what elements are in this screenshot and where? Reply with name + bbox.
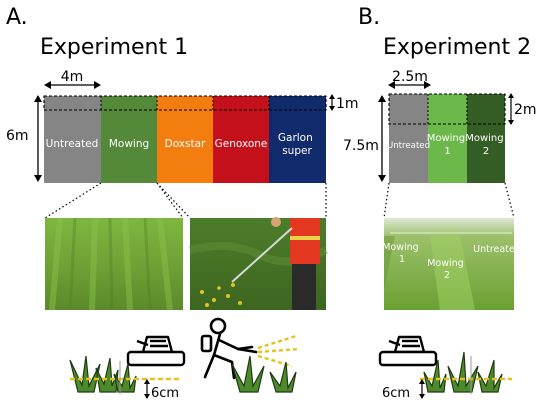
- cut-height-a-label: 6cm: [151, 386, 179, 401]
- buffer-strip-b: [388, 93, 506, 125]
- plots-b: Untreated Mowing 1 Mowing 2: [387, 93, 507, 183]
- width-dimension-b-label: 2.5m: [392, 69, 428, 85]
- weeds-icon-b: [420, 351, 512, 394]
- strip-dimension-a: 1m: [329, 94, 359, 112]
- plot-label-untreated: Untreated: [46, 138, 99, 150]
- photo-spraying: [189, 217, 328, 310]
- panel-a-letter: A.: [6, 5, 28, 30]
- cut-height-b-label: 6cm: [382, 386, 410, 401]
- height-dimension-a: 6m: [6, 95, 42, 182]
- width-dimension-a: 4m: [44, 69, 101, 89]
- photo-leaders-a: [44, 182, 327, 219]
- height-dimension-b-label: 7.5m: [343, 138, 379, 154]
- strip-dimension-a-label: 1m: [336, 96, 359, 112]
- plot-mowing-2: [467, 94, 505, 183]
- plot-untreated-b: [389, 94, 428, 183]
- height-dimension-b: 7.5m: [343, 95, 386, 182]
- plot-label-genoxone: Genoxone: [215, 138, 268, 150]
- buffer-strip-a: [43, 95, 327, 111]
- width-dimension-a-label: 4m: [61, 69, 84, 85]
- photo-experiment-2-field: Mowing 1 Mowing 2 Untreated: [382, 218, 521, 310]
- photo-label-mowing-1: Mowing 1: [382, 242, 422, 265]
- height-dimension-a-label: 6m: [6, 128, 29, 144]
- worker-jacket: [290, 218, 320, 264]
- weeds-icon-a: [69, 355, 297, 394]
- plot-label-untreated-b: Untreated: [387, 141, 430, 151]
- plot-mowing-1: [428, 94, 467, 183]
- photo-mowing-plot: [45, 217, 183, 311]
- plot-label-mowing: Mowing: [109, 138, 149, 150]
- panel-b: B. Experiment 2 2.5m 7.5m Untreated Mowi…: [343, 5, 537, 401]
- plot-label-garlon-super: Garlon super: [278, 132, 316, 157]
- mower-icon-b: [378, 335, 438, 367]
- mower-icon: [126, 335, 186, 367]
- cut-height-dimension-b: 6cm: [382, 379, 425, 401]
- photo-leaders-b: [383, 182, 515, 219]
- spray-mist-icon: [257, 334, 301, 368]
- panel-b-letter: B.: [358, 5, 380, 30]
- cut-height-dimension-a: 6cm: [144, 379, 179, 401]
- strip-dimension-b: 2m: [508, 93, 537, 125]
- person-spraying-icon: [200, 317, 258, 380]
- photo-label-mowing-2: Mowing 2: [427, 258, 467, 281]
- strip-dimension-b-label: 2m: [514, 102, 537, 118]
- plots-a: Untreated Mowing Doxstar Genoxone Garlon…: [43, 95, 327, 183]
- plot-label-mowing-1: Mowing 1: [427, 133, 469, 157]
- plot-label-mowing-2: Mowing 2: [465, 133, 507, 157]
- photo-label-untreated: Untreated: [473, 244, 521, 255]
- panel-a-title: Experiment 1: [40, 35, 188, 60]
- plot-label-doxstar: Doxstar: [165, 138, 206, 150]
- panel-a: A. Experiment 1 4m 6m: [6, 5, 359, 401]
- panel-b-title: Experiment 2: [383, 35, 531, 60]
- width-dimension-b: 2.5m: [388, 69, 431, 89]
